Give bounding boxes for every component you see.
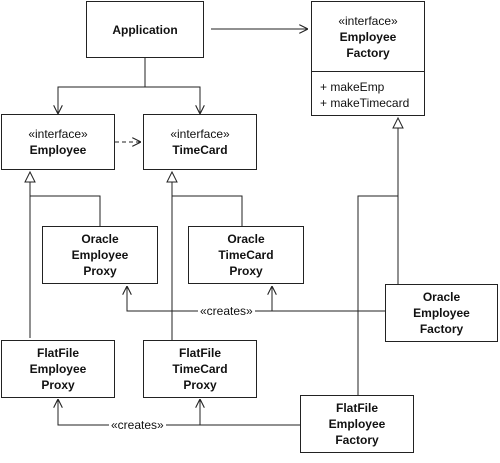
class-name: Factory — [419, 322, 464, 336]
class-name: Employee — [328, 417, 386, 431]
timecard-realization-arrowhead — [166, 170, 178, 183]
class-name: Application — [112, 22, 178, 37]
employee-factory-interface: «interface» Employee Factory + makeEmp +… — [311, 1, 425, 116]
employee-interface: «interface» Employee — [1, 114, 115, 170]
class-name: TimeCard — [218, 248, 274, 262]
application-class: Application — [86, 1, 204, 58]
flatfile-factory-realization — [357, 195, 398, 395]
oracle-emp-proxy-realization — [30, 195, 101, 226]
flatfile-employee-factory-class: FlatFile Employee Factory — [300, 395, 414, 453]
factory-realization-arrowhead — [392, 116, 404, 129]
class-name: FlatFile — [178, 346, 221, 360]
app-to-timecard-dependency — [145, 86, 200, 114]
class-name: Employee — [339, 29, 397, 44]
class-name: Employee — [29, 143, 87, 157]
stereotype-label: «interface» — [28, 127, 88, 141]
class-name: Factory — [335, 433, 379, 447]
class-name: TimeCard — [172, 362, 228, 376]
class-name: Factory — [346, 45, 390, 60]
oracle-employee-factory-class: Oracle Employee Factory — [385, 284, 498, 342]
compartment-divider — [312, 71, 424, 72]
class-name: Oracle — [422, 290, 461, 304]
stereotype-label: «interface» — [170, 127, 230, 141]
class-name: TimeCard — [172, 143, 228, 157]
class-name: Proxy — [229, 264, 263, 278]
stereotype-label: «interface» — [338, 13, 398, 28]
class-name: Employee — [413, 306, 470, 320]
creates-label-oracle: «creates» — [198, 304, 255, 318]
class-name: FlatFile — [36, 346, 79, 360]
class-name: Employee — [29, 362, 87, 376]
operation-make-timecard: + makeTimecard — [320, 96, 410, 110]
timecard-interface: «interface» TimeCard — [143, 114, 257, 170]
class-name: Proxy — [41, 378, 75, 392]
app-to-interfaces-dependency — [58, 58, 146, 114]
oracle-employee-proxy-class: Oracle Employee Proxy — [42, 226, 158, 284]
oracle-timecard-proxy-class: Oracle TimeCard Proxy — [188, 226, 304, 284]
class-name: Oracle — [227, 232, 265, 246]
flatfile-employee-proxy-class: FlatFile Employee Proxy — [1, 340, 115, 398]
creates-label-flatfile: «creates» — [109, 418, 166, 432]
operation-make-emp: + makeEmp — [320, 80, 385, 94]
flatfile-creates-line — [58, 399, 300, 426]
class-name: Proxy — [83, 264, 117, 278]
employee-realization-arrowhead — [24, 170, 36, 183]
oracle-tc-proxy-realization — [172, 195, 243, 226]
flatfile-timecard-proxy-class: FlatFile TimeCard Proxy — [143, 340, 257, 398]
oracle-creates-line — [127, 286, 385, 312]
class-name: Oracle — [81, 232, 119, 246]
class-name: Proxy — [183, 378, 217, 392]
class-name: FlatFile — [335, 401, 378, 415]
operations-compartment: + makeEmp + makeTimecard — [320, 79, 409, 111]
class-name: Employee — [71, 248, 129, 262]
